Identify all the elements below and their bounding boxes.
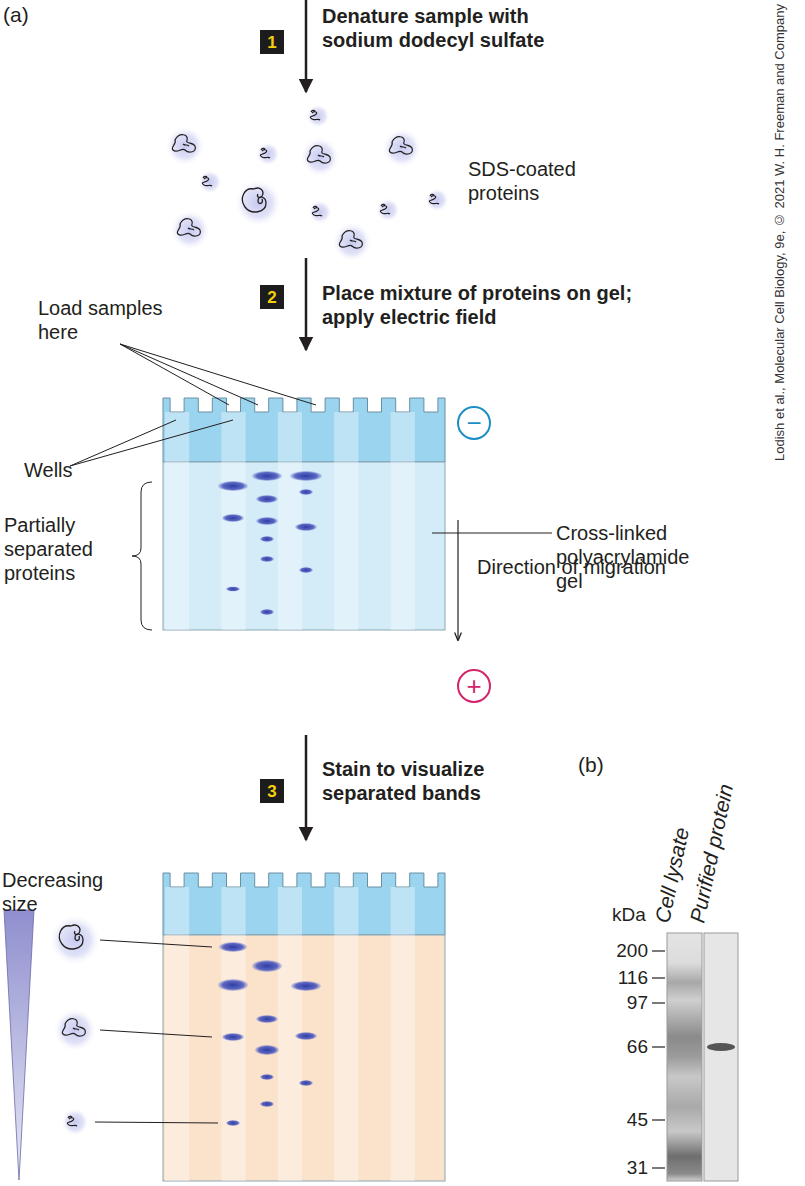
callout-label: Load samples here [38, 296, 178, 344]
node-text: + [466, 673, 481, 699]
bracket-label: Partially separated proteins [4, 513, 119, 585]
panel-label: (b) [578, 752, 604, 777]
axis-label: Decreasing size [2, 868, 112, 916]
marker-value: 200 [596, 940, 648, 963]
step-text: Stain to visualize separated bands [322, 757, 537, 805]
cathode-symbol: − [457, 406, 491, 440]
node-text: − [466, 410, 481, 436]
marker-value: 66 [596, 1036, 648, 1059]
node-text: 1 [267, 34, 276, 51]
node-text: 3 [267, 783, 276, 800]
anode-symbol: + [457, 669, 491, 703]
step-badge: 3 [260, 779, 284, 803]
step-badge: 2 [260, 285, 284, 309]
callout-label: Wells [24, 458, 73, 482]
panel-label: (a) [3, 2, 29, 27]
node-text: 2 [267, 289, 276, 306]
marker-value: 45 [596, 1109, 648, 1132]
marker-value: 31 [596, 1157, 648, 1180]
step-text: Denature sample with sodium dodecyl sulf… [322, 4, 577, 52]
marker-value: 97 [596, 992, 648, 1015]
copyright-note: Lodish et al., Molecular Cell Biology, 9… [772, 4, 788, 461]
unit-label: kDa [612, 904, 646, 927]
step-text: Place mixture of proteins on gel; apply … [322, 281, 672, 329]
marker-value: 116 [596, 967, 648, 990]
arrow-label: Direction of migration [477, 555, 666, 579]
step-badge: 1 [260, 30, 284, 54]
lane-label: Purified protein [684, 782, 738, 925]
illustration-label: SDS-coated proteins [468, 157, 598, 205]
